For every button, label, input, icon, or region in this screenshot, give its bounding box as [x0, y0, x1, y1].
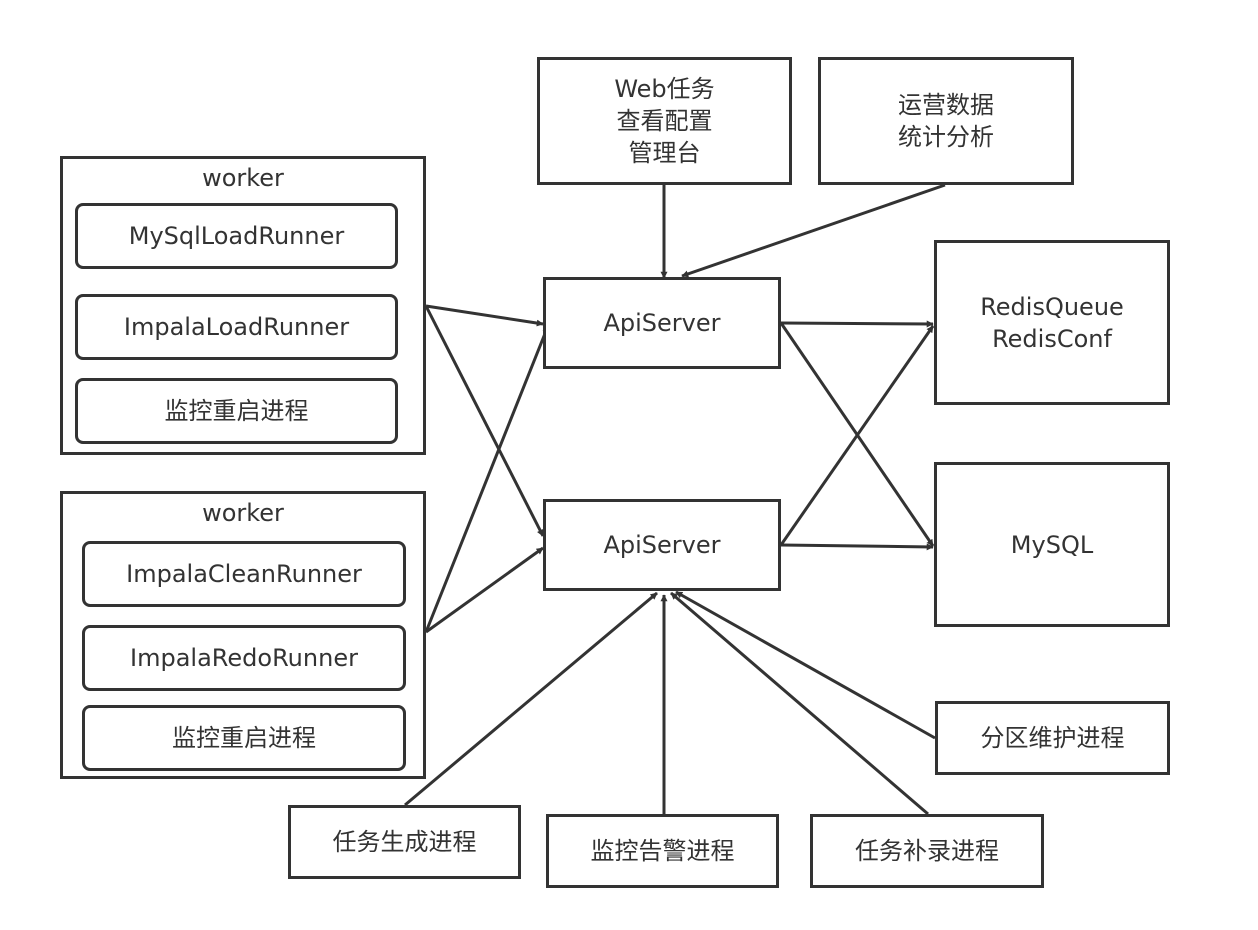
runner-label: 监控重启进程 — [164, 397, 309, 425]
partition-maint-label: 分区维护进程 — [980, 724, 1125, 752]
arrow-ops-to-api-top — [681, 183, 946, 278]
mysql-box[interactable]: MySQL — [934, 462, 1170, 627]
arrow-partition-to-api-bottom — [675, 590, 936, 740]
task-backfill-box[interactable]: 任务补录进程 — [810, 814, 1044, 888]
worker-top-runner-3[interactable]: 监控重启进程 — [75, 378, 398, 444]
arrow-worker-top-to-api-bottom — [424, 305, 545, 537]
task-gen-box[interactable]: 任务生成进程 — [288, 805, 521, 879]
worker-bottom-runner-3[interactable]: 监控重启进程 — [82, 705, 406, 771]
arrow-api-bottom-to-redis — [779, 325, 935, 546]
task-backfill-label: 任务补录进程 — [855, 837, 999, 865]
worker-top-runner-1[interactable]: MySqlLoadRunner — [75, 203, 398, 269]
redis-label: RedisQueue RedisConf — [980, 292, 1124, 353]
arrow-worker-top-to-api-top — [425, 304, 544, 327]
ops-stats-box[interactable]: 运营数据 统计分析 — [818, 57, 1074, 185]
api-server-bottom[interactable]: ApiServer — [543, 499, 781, 591]
api-server-top-label: ApiServer — [603, 309, 721, 337]
api-server-bottom-label: ApiServer — [603, 531, 721, 559]
runner-label: ImpalaCleanRunner — [126, 560, 362, 588]
api-server-top[interactable]: ApiServer — [543, 277, 781, 369]
runner-label: ImpalaRedoRunner — [130, 644, 358, 672]
task-gen-label: 任务生成进程 — [332, 828, 477, 856]
arrow-backfill-to-api-bottom — [670, 591, 929, 816]
redis-box[interactable]: RedisQueue RedisConf — [934, 240, 1170, 405]
mysql-label: MySQL — [1010, 530, 1094, 559]
runner-label: 监控重启进程 — [172, 724, 316, 752]
monitor-alert-label: 监控告警进程 — [590, 837, 735, 865]
web-console-label: Web任务 查看配置 管理台 — [614, 75, 715, 167]
partition-maint-box[interactable]: 分区维护进程 — [935, 701, 1170, 775]
arrow-api-bottom-to-mysql — [780, 543, 934, 551]
worker-top-title: worker — [202, 164, 284, 192]
arrow-api-top-to-redis — [780, 320, 934, 328]
web-console-box[interactable]: Web任务 查看配置 管理台 — [537, 57, 792, 185]
worker-top-runner-2[interactable]: ImpalaLoadRunner — [75, 294, 398, 360]
ops-stats-label: 运营数据 统计分析 — [898, 91, 994, 151]
worker-bottom-runner-2[interactable]: ImpalaRedoRunner — [82, 625, 406, 691]
monitor-alert-box[interactable]: 监控告警进程 — [546, 814, 779, 888]
arrow-worker-bottom-to-api-bottom — [425, 546, 544, 634]
arrow-task-gen-to-api-bottom — [404, 591, 658, 807]
worker-bottom-runner-1[interactable]: ImpalaCleanRunner — [82, 541, 406, 607]
runner-label: MySqlLoadRunner — [128, 222, 345, 250]
arrow-worker-bottom-to-api-top — [424, 325, 550, 633]
worker-bottom-title: worker — [202, 499, 284, 527]
runner-label: ImpalaLoadRunner — [123, 313, 350, 341]
